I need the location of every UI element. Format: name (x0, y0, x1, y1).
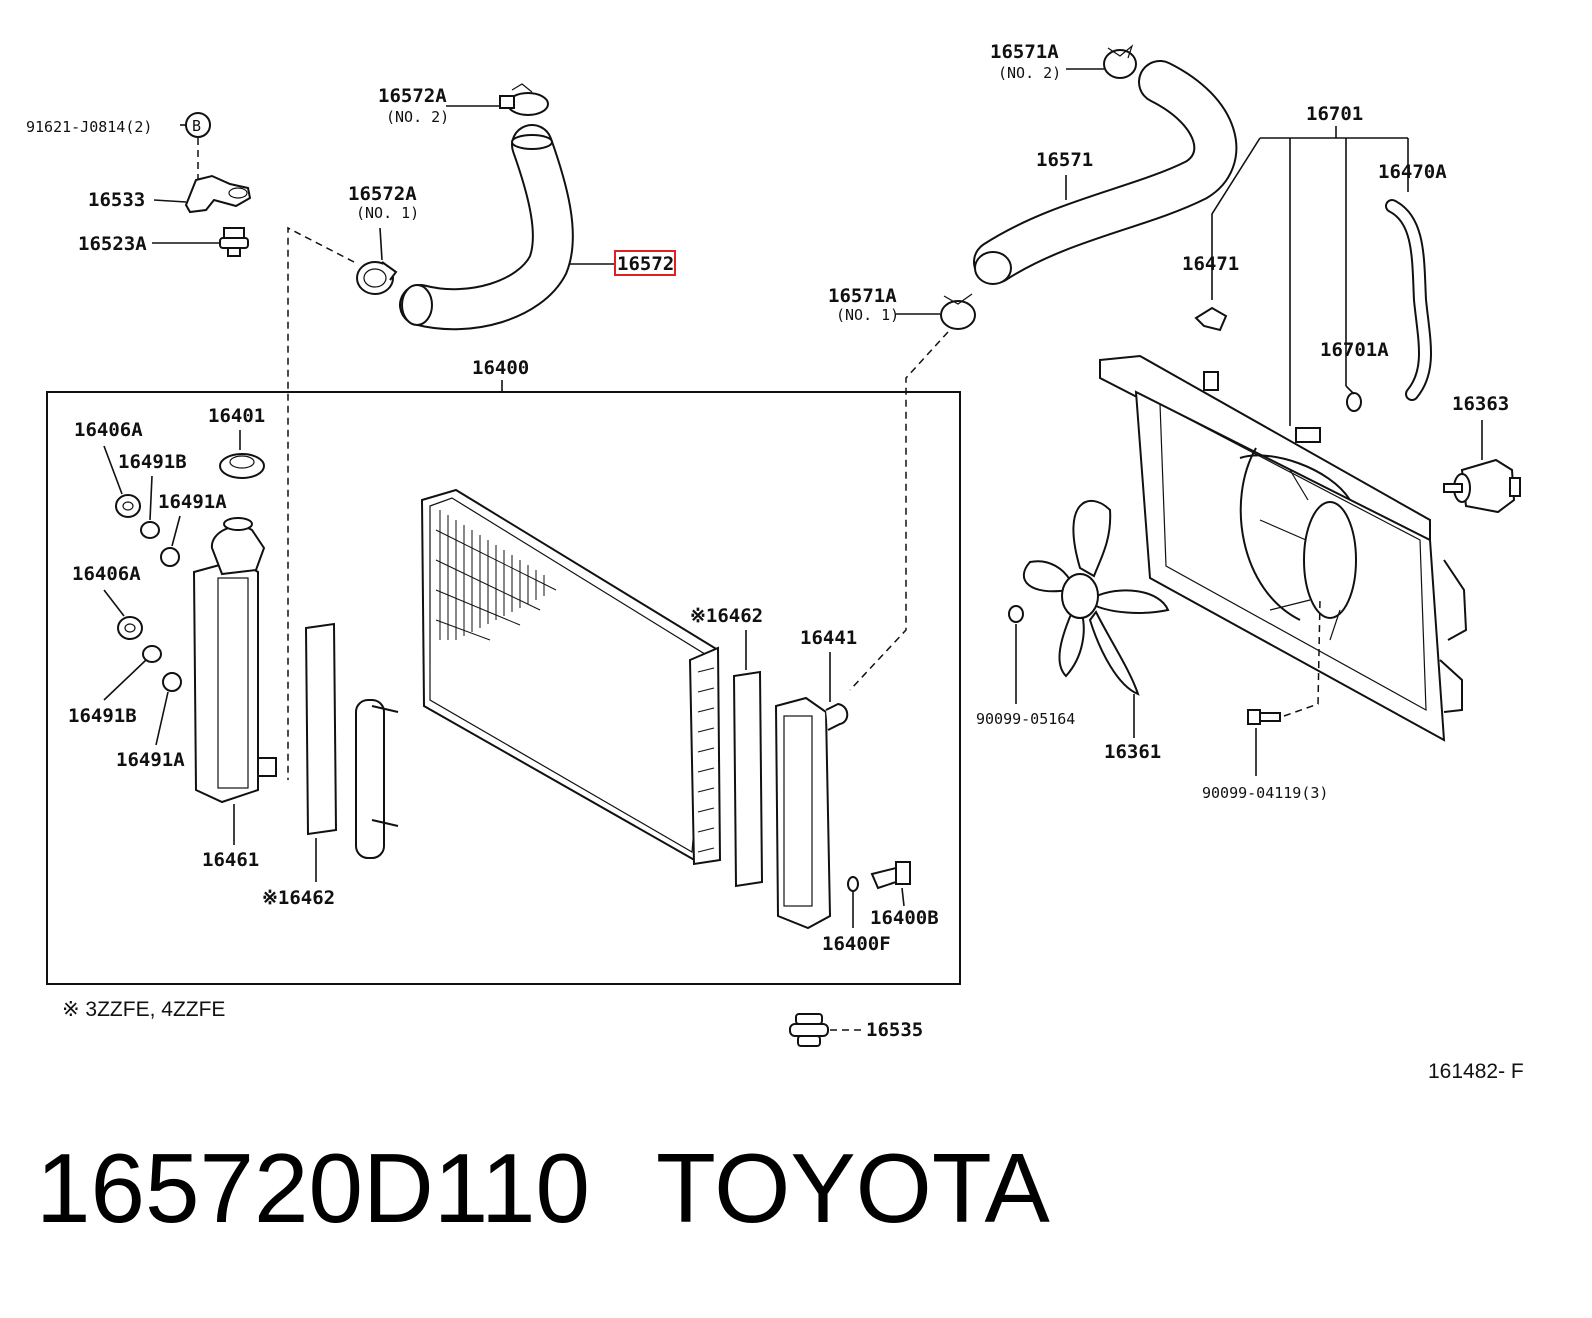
label-16462-right: ※16462 (690, 605, 763, 627)
bracket-group: B (152, 112, 252, 257)
label-90099-05164: 90099-05164 (976, 710, 1075, 728)
radiator-core (420, 488, 722, 866)
nut-16406A-mid (103, 589, 143, 640)
label-no1-b: (NO. 1) (836, 306, 899, 324)
label-16400B: 16400B (870, 907, 939, 929)
label-16400F: 16400F (822, 933, 891, 955)
label-16406A-mid: 16406A (72, 563, 141, 585)
radiator-assembly-box (46, 380, 961, 985)
label-16533: 16533 (88, 189, 145, 211)
leader-16701 (1211, 126, 1409, 426)
label-16701A: 16701A (1320, 339, 1389, 361)
hose-16470A (1385, 199, 1432, 401)
cap-16401 (219, 430, 265, 479)
label-16571: 16571 (1036, 149, 1093, 171)
clip-16701A (1345, 385, 1362, 412)
label-16535: 16535 (866, 1019, 923, 1041)
inner-tube (355, 699, 399, 859)
fan-16361 (1022, 500, 1170, 738)
clip-16471 (1194, 306, 1228, 332)
label-16401: 16401 (208, 405, 265, 427)
part-number-caption: 165720D110 (36, 1133, 590, 1243)
label-16491B-bot: 16491B (68, 705, 137, 727)
grommet-16535 (789, 1013, 864, 1047)
upper-hose-16572 (399, 124, 676, 331)
screw-90099-05164 (1008, 605, 1024, 704)
right-tank-16441 (774, 652, 849, 930)
label-16441: 16441 (800, 627, 857, 649)
ring-16491A-bot (155, 672, 182, 746)
label-16471: 16471 (1182, 253, 1239, 275)
label-16572A-no2: 16572A (378, 85, 447, 107)
nut-16406A-top (103, 445, 141, 518)
label-16523A: 16523A (78, 233, 147, 255)
motor-16363 (1443, 420, 1521, 514)
label-16572: 16572 (617, 253, 674, 275)
label-16701: 16701 (1306, 103, 1363, 125)
drain-plug-16400B (870, 861, 911, 907)
label-16400: 16400 (472, 357, 529, 379)
label-16571A-no2: 16571A (990, 41, 1059, 63)
label-16491B-top: 16491B (118, 451, 187, 473)
gasket-right-16462 (732, 670, 764, 888)
left-tank-16461 (192, 517, 277, 845)
clamp-16571A-no2 (1066, 44, 1137, 79)
label-16571A-no1: 16571A (828, 285, 897, 307)
label-16572A-no1: 16572A (348, 183, 417, 205)
grommet-16523A (219, 227, 249, 257)
engine-footnote: ※ 3ZZFE, 4ZZFE (62, 998, 225, 1021)
label-91621: 91621-J0814(2) (26, 118, 152, 136)
highlight-box (614, 250, 676, 276)
label-16406A-top: 16406A (74, 419, 143, 441)
label-16491A-bot: 16491A (116, 749, 185, 771)
ring-16491A-top (160, 515, 181, 567)
label-no1-a: (NO. 1) (356, 204, 419, 222)
label-16461: 16461 (202, 849, 259, 871)
label-no2-b: (NO. 2) (998, 64, 1061, 82)
label-90099-04119: 90099-04119(3) (1202, 784, 1328, 802)
part-labels: 91621-J0814(2) 16533 16523A 16572A (NO. … (26, 41, 1509, 1041)
gasket-left-16462 (304, 622, 338, 836)
bolt-90099-04119 (1247, 599, 1321, 776)
figure-code: 161482- F (1428, 1060, 1524, 1083)
clamp-16572A-no2 (446, 83, 549, 116)
label-16470A: 16470A (1378, 161, 1447, 183)
clamp-16571A-no1 (896, 293, 976, 330)
fan-shroud-16701 (1099, 354, 1468, 742)
clamp-16572A-no1 (356, 227, 398, 295)
label-16363: 16363 (1452, 393, 1509, 415)
brand-caption: TOYOTA (656, 1133, 1051, 1243)
label-no2-a: (NO. 2) (386, 108, 449, 126)
lower-hose-16571 (973, 60, 1238, 285)
ring-16491B-bot (103, 645, 162, 701)
oring-16400F (847, 876, 859, 928)
bracket-16533 (184, 174, 252, 214)
label-16361: 16361 (1104, 741, 1161, 763)
label-16462-left: ※16462 (262, 887, 335, 909)
ref-b-label: B (192, 117, 201, 135)
label-16491A-top: 16491A (158, 491, 227, 513)
ring-16491B-top (140, 475, 160, 539)
